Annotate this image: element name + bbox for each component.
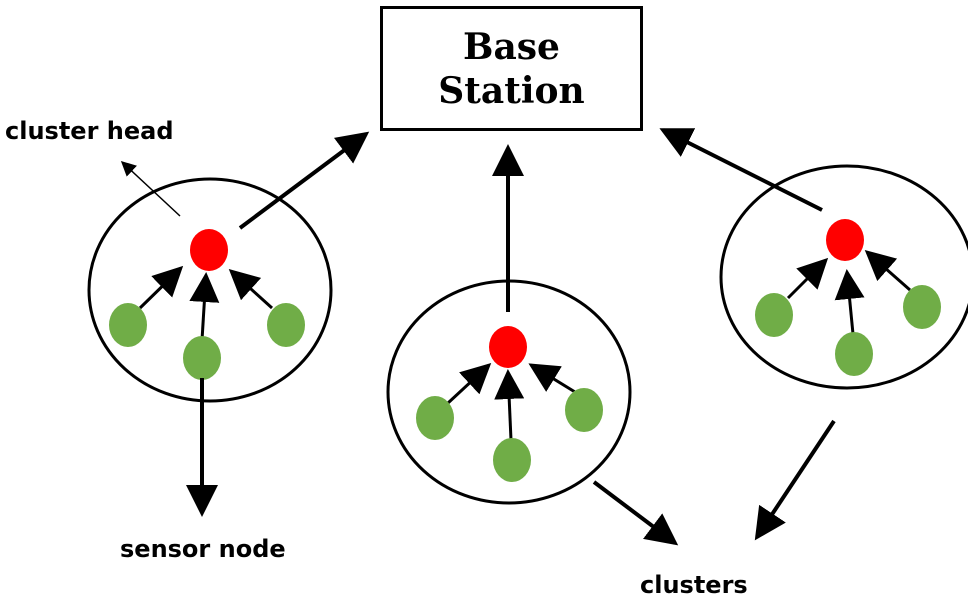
arrow-right-sn1-to-ch <box>786 257 829 300</box>
arrow-left-sn1-to-ch <box>138 265 184 310</box>
sensor-node-right-1 <box>755 293 793 337</box>
sensor-node-right-2 <box>835 332 873 376</box>
arrow-annotation-cluster-head <box>120 160 181 217</box>
sensor-node-left-1 <box>109 303 147 347</box>
sensor-node-left-3 <box>267 303 305 347</box>
arrow-right-sn2-to-ch <box>834 269 865 335</box>
base-station-title: Base Station <box>438 25 585 112</box>
arrow-right-ch-to-base <box>659 128 823 212</box>
sensor-node-middle-2 <box>493 438 531 482</box>
sensor-node-middle-3 <box>565 388 603 432</box>
cluster-head-node-left <box>190 229 228 271</box>
cluster-head-node-right <box>826 219 864 261</box>
arrow-left-ch-to-base <box>238 131 370 230</box>
arrow-middle-sn3-to-ch <box>528 363 576 394</box>
arrow-annotation-clusters-right <box>754 419 836 541</box>
clusters-label: clusters <box>640 571 748 599</box>
sensor-node-label: sensor node <box>120 535 286 563</box>
arrow-annotation-clusters-middle <box>592 480 679 546</box>
arrow-left-sn2-to-ch <box>189 272 220 341</box>
sensor-node-right-3 <box>903 285 941 329</box>
cluster-head-label: cluster head <box>5 117 174 145</box>
cluster-left-circle <box>87 177 333 403</box>
sensor-node-middle-1 <box>416 396 454 440</box>
cluster-head-node-middle <box>489 326 527 368</box>
cluster-right-circle <box>719 164 968 390</box>
arrow-middle-sn2-to-ch <box>494 369 525 441</box>
base-station-box: Base Station <box>380 6 643 131</box>
arrow-right-sn3-to-ch <box>864 250 911 292</box>
arrow-left-sn3-to-ch <box>228 268 274 310</box>
arrow-middle-sn1-to-ch <box>446 362 492 405</box>
sensor-node-left-2 <box>183 336 221 380</box>
